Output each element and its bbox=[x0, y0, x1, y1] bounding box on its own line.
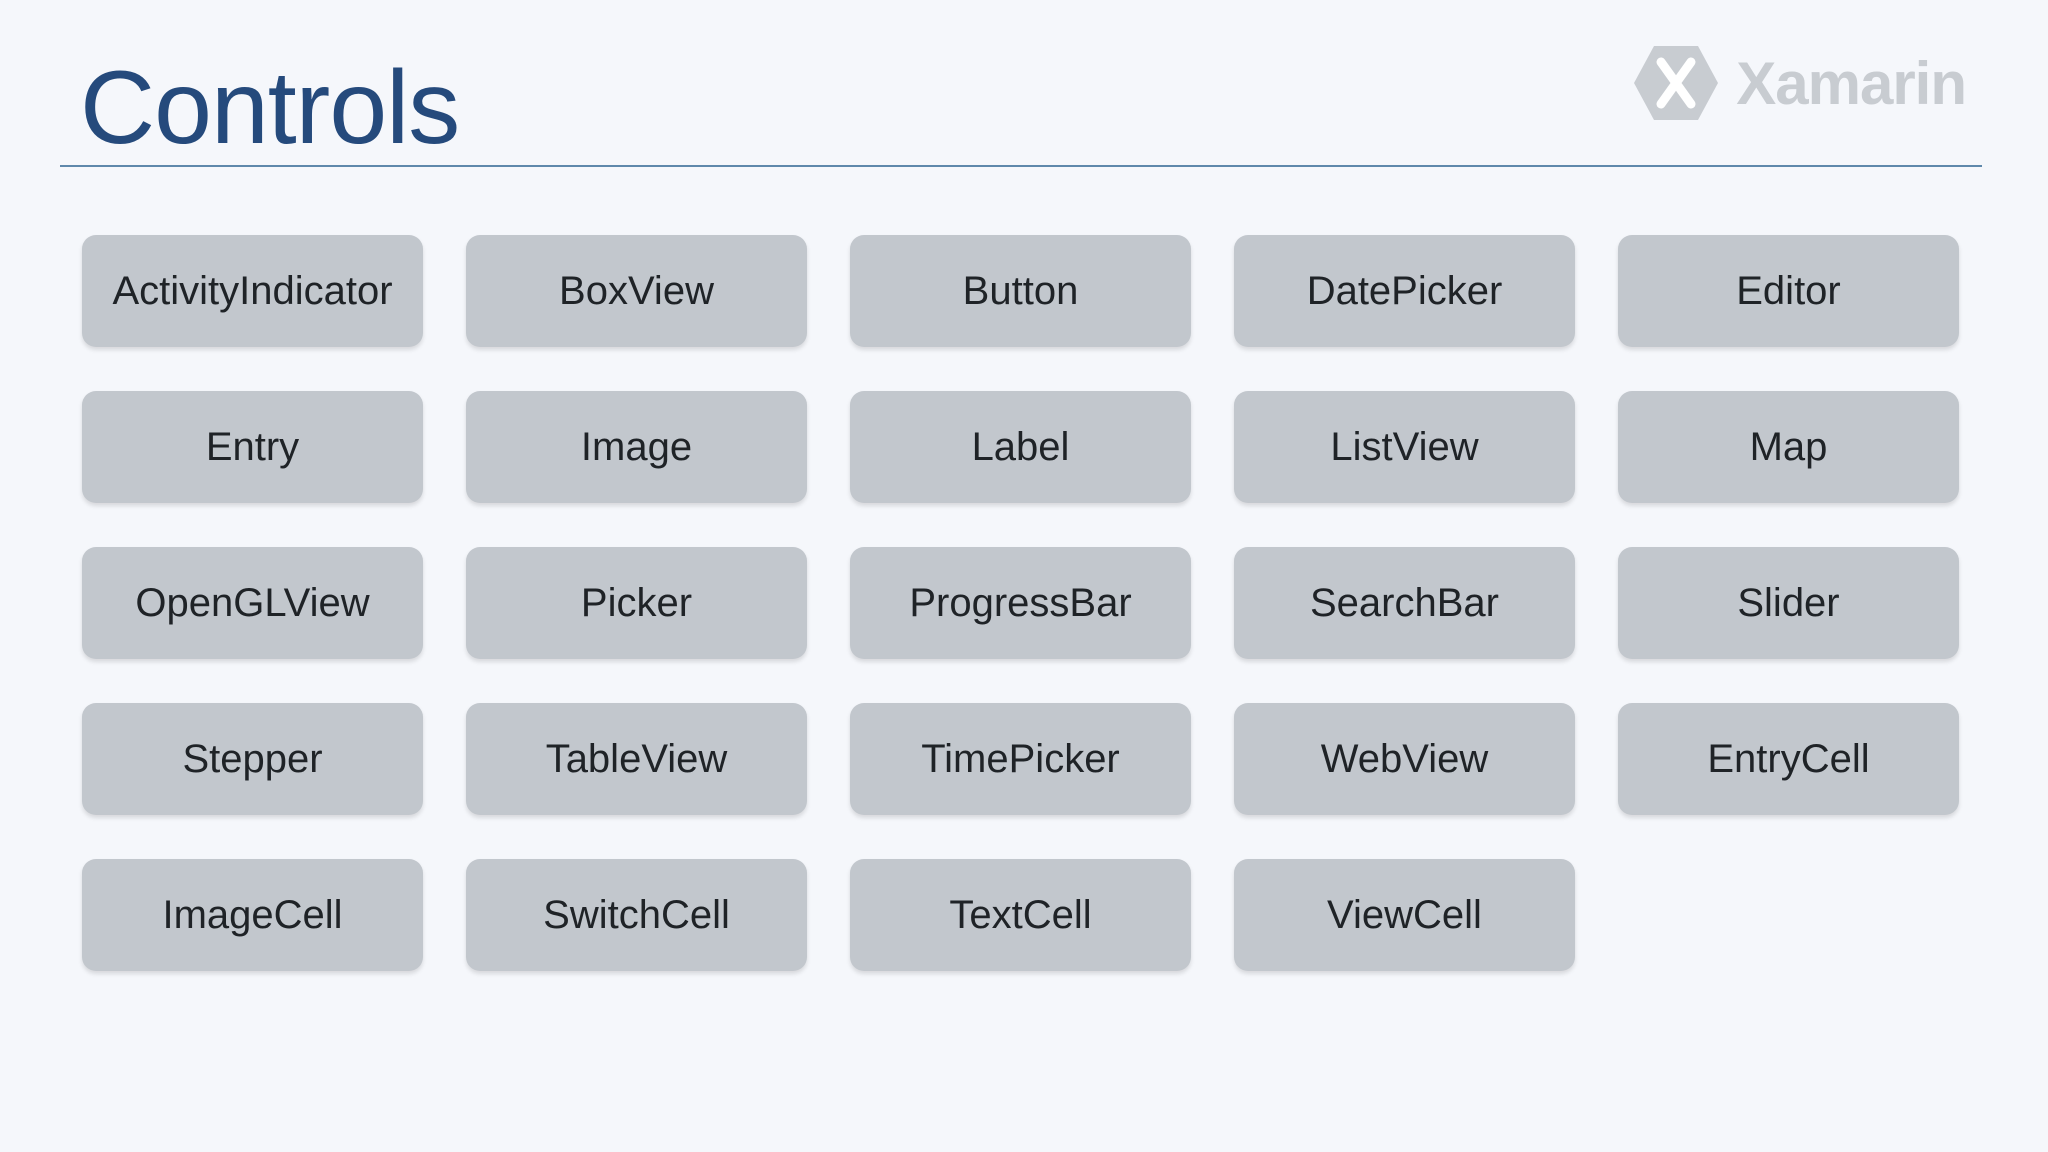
brand-name: Xamarin bbox=[1736, 49, 1967, 117]
control-tile-listview[interactable]: ListView bbox=[1234, 391, 1575, 503]
xamarin-hexagon-icon bbox=[1634, 46, 1719, 120]
slide-title: Controls bbox=[80, 50, 460, 166]
control-tile-progressbar[interactable]: ProgressBar bbox=[850, 547, 1191, 659]
control-tile-textcell[interactable]: TextCell bbox=[850, 859, 1191, 971]
control-tile-boxview[interactable]: BoxView bbox=[466, 235, 807, 347]
control-tile-stepper[interactable]: Stepper bbox=[82, 703, 423, 815]
control-tile-webview[interactable]: WebView bbox=[1234, 703, 1575, 815]
control-tile-switchcell[interactable]: SwitchCell bbox=[466, 859, 807, 971]
control-tile-image[interactable]: Image bbox=[466, 391, 807, 503]
control-tile-entrycell[interactable]: EntryCell bbox=[1618, 703, 1959, 815]
control-tile-label[interactable]: Label bbox=[850, 391, 1191, 503]
title-divider bbox=[60, 165, 1982, 167]
control-tile-viewcell[interactable]: ViewCell bbox=[1234, 859, 1575, 971]
control-tile-openglview[interactable]: OpenGLView bbox=[82, 547, 423, 659]
control-tile-timepicker[interactable]: TimePicker bbox=[850, 703, 1191, 815]
control-tile-map[interactable]: Map bbox=[1618, 391, 1959, 503]
control-tile-editor[interactable]: Editor bbox=[1618, 235, 1959, 347]
brand-logo-group: Xamarin bbox=[1632, 44, 1967, 122]
control-tile-datepicker[interactable]: DatePicker bbox=[1234, 235, 1575, 347]
controls-grid: ActivityIndicator BoxView Button DatePic… bbox=[82, 235, 1962, 971]
control-tile-picker[interactable]: Picker bbox=[466, 547, 807, 659]
control-tile-slider[interactable]: Slider bbox=[1618, 547, 1959, 659]
control-tile-imagecell[interactable]: ImageCell bbox=[82, 859, 423, 971]
control-tile-searchbar[interactable]: SearchBar bbox=[1234, 547, 1575, 659]
control-tile-activityindicator[interactable]: ActivityIndicator bbox=[82, 235, 423, 347]
control-tile-button[interactable]: Button bbox=[850, 235, 1191, 347]
control-tile-tableview[interactable]: TableView bbox=[466, 703, 807, 815]
control-tile-entry[interactable]: Entry bbox=[82, 391, 423, 503]
